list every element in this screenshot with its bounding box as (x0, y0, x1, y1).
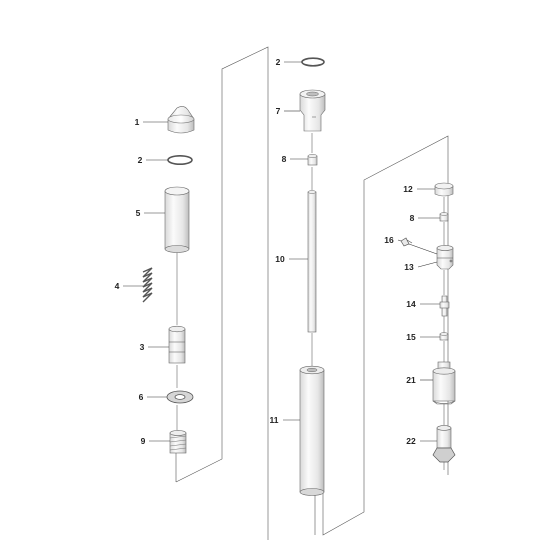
part-15-ring[interactable] (439, 332, 449, 341)
callout-5: 5 (136, 208, 165, 218)
callout-label-15: 15 (406, 332, 416, 342)
callout-label-13: 13 (404, 262, 414, 272)
callout-label-4: 4 (115, 281, 120, 291)
part-8-ring-right[interactable] (439, 212, 449, 222)
part-14-connector[interactable] (439, 295, 450, 317)
callout-15: 15 (406, 332, 440, 342)
part-6-bearing[interactable] (166, 390, 194, 404)
part-11-tube[interactable] (299, 365, 325, 496)
part-1-nozzle-cap[interactable] (167, 106, 195, 134)
callout-label-12: 12 (403, 184, 413, 194)
part-22-end-fitting[interactable] (432, 425, 456, 470)
callout-label-14: 14 (406, 299, 416, 309)
callout-7: 7 (276, 106, 300, 116)
callout-10: 10 (275, 254, 308, 264)
callout-8-middle: 8 (282, 154, 308, 164)
callout-label-9: 9 (141, 436, 146, 446)
callout-9: 9 (141, 436, 170, 446)
part-21-filter-body[interactable] (432, 361, 456, 405)
callout-1: 1 (135, 117, 168, 127)
callout-22: 22 (406, 436, 437, 446)
callout-6: 6 (139, 392, 167, 402)
callout-2-left: 2 (138, 155, 168, 165)
callout-label-2: 2 (138, 155, 143, 165)
part-4-spring[interactable] (142, 267, 153, 303)
part-3-valve-body[interactable] (168, 325, 186, 364)
callout-label-6: 6 (139, 392, 144, 402)
callout-label-7: 7 (276, 106, 281, 116)
callout-2-middle: 2 (276, 57, 302, 67)
callout-label-2: 2 (276, 57, 281, 67)
callout-label-10: 10 (275, 254, 285, 264)
callout-label-8: 8 (282, 154, 287, 164)
part-12-cap-ring[interactable] (434, 182, 454, 197)
part-8-ring-middle[interactable] (307, 154, 318, 166)
callout-4: 4 (115, 281, 143, 291)
callout-14: 14 (406, 299, 440, 309)
part-2-o-ring-left[interactable] (167, 155, 193, 166)
callout-21: 21 (406, 375, 433, 385)
callout-label-21: 21 (406, 375, 416, 385)
callout-11: 11 (270, 415, 300, 425)
callout-label-1: 1 (135, 117, 140, 127)
part-10-lance-rod[interactable] (307, 190, 317, 333)
callout-12: 12 (403, 184, 435, 194)
callout-8-right: 8 (410, 213, 440, 223)
callout-13: 13 (404, 261, 438, 272)
callout-16: 16 (384, 235, 438, 255)
callout-label-11: 11 (270, 415, 279, 425)
callout-label-3: 3 (140, 342, 145, 352)
part-13-coupling[interactable] (436, 245, 454, 270)
part-9-threaded-fitting[interactable] (169, 430, 187, 454)
callout-label-22: 22 (406, 436, 416, 446)
callout-label-16: 16 (384, 235, 394, 245)
callout-label-5: 5 (136, 208, 141, 218)
part-2-o-ring-middle[interactable] (301, 57, 325, 67)
callout-3: 3 (140, 342, 169, 352)
callout-label-8: 8 (410, 213, 415, 223)
part-5-sleeve[interactable] (164, 186, 190, 253)
part-7-bushing[interactable] (299, 89, 326, 132)
